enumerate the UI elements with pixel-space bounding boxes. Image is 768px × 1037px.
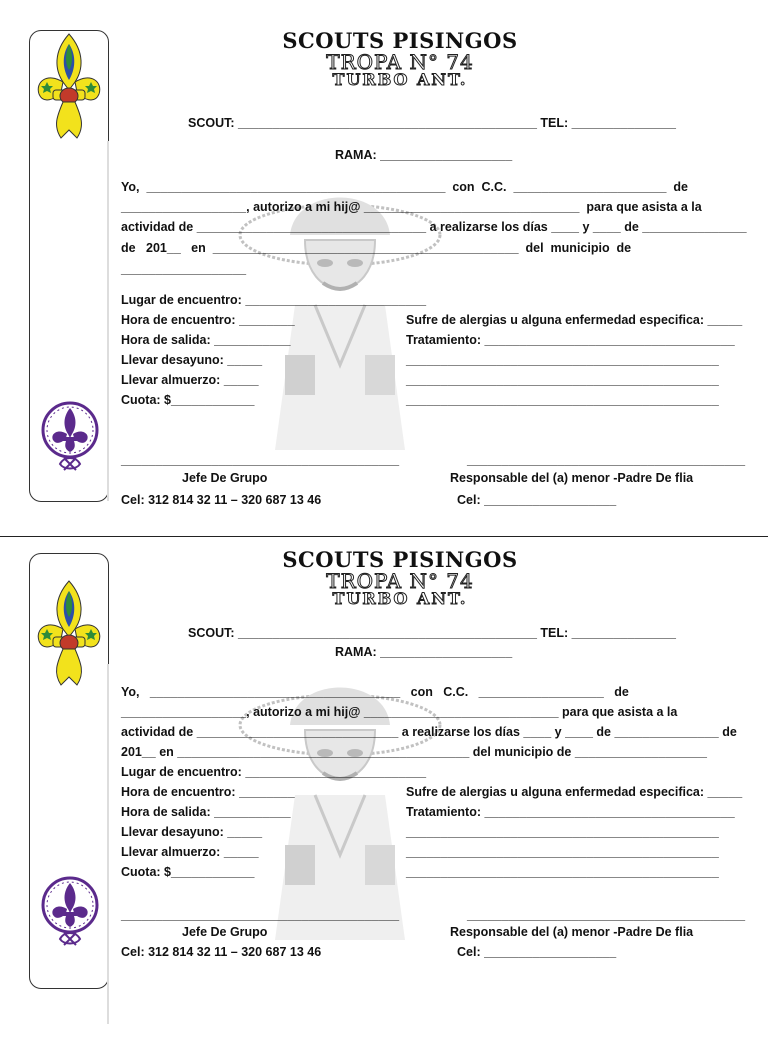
body-line-4[interactable]: de 201__ en ____________________________… xyxy=(121,241,632,255)
treatment-line-4[interactable]: ________________________________________… xyxy=(406,393,719,407)
treatment-line-2[interactable]: ________________________________________… xyxy=(406,825,719,839)
body-line-2[interactable]: __________________, autorizo a mi hij@ _… xyxy=(121,705,678,719)
body-line-4[interactable]: 201__ en _______________________________… xyxy=(121,745,707,759)
breakfast-field[interactable]: Llevar desayuno: _____ xyxy=(121,825,263,839)
guardian-phone-field[interactable]: Cel: ___________________ xyxy=(457,493,617,507)
treatment-field[interactable]: Tratamiento: ___________________________… xyxy=(406,805,735,819)
treatment-line-2[interactable]: ________________________________________… xyxy=(406,353,719,367)
lunch-field[interactable]: Llevar almuerzo: _____ xyxy=(121,845,259,859)
treatment-line-3[interactable]: ________________________________________… xyxy=(406,845,719,859)
allergies-field[interactable]: Sufre de alergias u alguna enfermedad es… xyxy=(406,785,743,799)
rama-field[interactable]: RAMA: ___________________ xyxy=(335,148,513,162)
cut-line xyxy=(0,536,768,537)
leader-label: Jefe De Grupo xyxy=(182,925,268,939)
world-scout-emblem-icon xyxy=(41,876,99,946)
scout-field[interactable]: SCOUT: _________________________________… xyxy=(188,116,676,130)
meeting-time-field[interactable]: Hora de encuentro: ________ xyxy=(121,785,295,799)
body-line-5[interactable]: __________________ xyxy=(121,262,247,276)
body-line-1[interactable]: Yo, ____________________________________… xyxy=(121,180,688,194)
treatment-field[interactable]: Tratamiento: ___________________________… xyxy=(406,333,735,347)
treatment-line-3[interactable]: ________________________________________… xyxy=(406,373,719,387)
treatment-line-4[interactable]: ________________________________________… xyxy=(406,865,719,879)
title: SCOUTS PISINGOS xyxy=(282,28,518,53)
guardian-signature-line[interactable]: ________________________________________ xyxy=(467,908,746,922)
leader-phone: Cel: 312 814 32 11 – 320 687 13 46 xyxy=(121,945,322,959)
leader-signature-line[interactable]: ________________________________________ xyxy=(121,908,400,922)
meeting-place-field[interactable]: Lugar de encuentro: ____________________… xyxy=(121,293,427,307)
departure-time-field[interactable]: Hora de salida: ___________ xyxy=(121,333,291,347)
scout-fleur-de-lis-icon xyxy=(37,33,101,139)
scout-field[interactable]: SCOUT: _________________________________… xyxy=(188,626,676,640)
guardian-signature-line[interactable]: ________________________________________ xyxy=(467,453,746,467)
rama-field[interactable]: RAMA: ___________________ xyxy=(335,645,513,659)
subtitle-troop: TROPA N° 74 xyxy=(326,569,474,593)
fee-field[interactable]: Cuota: $____________ xyxy=(121,865,255,879)
world-scout-emblem-icon xyxy=(41,401,99,471)
body-line-3[interactable]: actividad de ___________________________… xyxy=(121,220,747,234)
permission-form-2: SCOUTS PISINGOS TROPA N° 74 TURBO ANT. S… xyxy=(0,537,768,1037)
meeting-place-field[interactable]: Lugar de encuentro: ____________________… xyxy=(121,765,427,779)
body-line-3[interactable]: actividad de ___________________________… xyxy=(121,725,737,739)
departure-time-field[interactable]: Hora de salida: ___________ xyxy=(121,805,291,819)
title-block: SCOUTS PISINGOS TROPA N° 74 TURBO ANT. xyxy=(200,547,600,608)
breakfast-field[interactable]: Llevar desayuno: _____ xyxy=(121,353,263,367)
meeting-time-field[interactable]: Hora de encuentro: ________ xyxy=(121,313,295,327)
leader-label: Jefe De Grupo xyxy=(182,471,268,485)
leader-phone: Cel: 312 814 32 11 – 320 687 13 46 xyxy=(121,493,322,507)
subtitle-location: TURBO ANT. xyxy=(332,70,468,89)
guardian-label: Responsable del (a) menor -Padre De flia xyxy=(450,925,694,939)
fee-field[interactable]: Cuota: $____________ xyxy=(121,393,255,407)
guardian-phone-field[interactable]: Cel: ___________________ xyxy=(457,945,617,959)
permission-form-1: SCOUTS PISINGOS TROPA N° 74 TURBO ANT. S… xyxy=(0,0,768,507)
subtitle-location: TURBO ANT. xyxy=(332,589,468,608)
scout-fleur-de-lis-icon xyxy=(37,580,101,686)
lunch-field[interactable]: Llevar almuerzo: _____ xyxy=(121,373,259,387)
title: SCOUTS PISINGOS xyxy=(282,547,518,572)
leader-signature-line[interactable]: ________________________________________ xyxy=(121,453,400,467)
allergies-field[interactable]: Sufre de alergias u alguna enfermedad es… xyxy=(406,313,743,327)
body-line-2[interactable]: __________________, autorizo a mi hij@ _… xyxy=(121,200,702,214)
portrait-watermark xyxy=(238,687,442,940)
guardian-label: Responsable del (a) menor -Padre De flia xyxy=(450,471,694,485)
body-line-1[interactable]: Yo, ____________________________________… xyxy=(121,685,629,699)
subtitle-troop: TROPA N° 74 xyxy=(326,50,474,74)
title-block: SCOUTS PISINGOS TROPA N° 74 TURBO ANT. xyxy=(200,28,600,89)
portrait-watermark xyxy=(238,197,442,450)
